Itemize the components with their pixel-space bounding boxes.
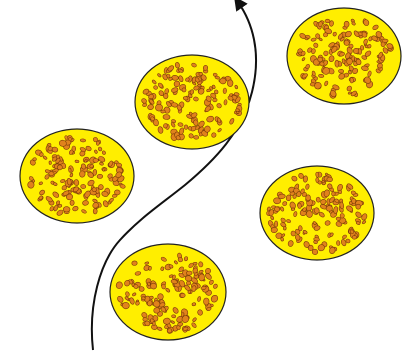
granule (58, 204, 62, 208)
granule (235, 108, 239, 111)
granule (308, 245, 314, 251)
granule (49, 171, 55, 175)
granule (148, 266, 151, 270)
granule (381, 42, 386, 47)
granule (122, 302, 130, 309)
granule (291, 208, 295, 211)
granule (326, 205, 333, 211)
granule (49, 161, 52, 165)
cell-5 (110, 244, 226, 340)
granule (338, 69, 344, 73)
granule (188, 126, 192, 130)
granule (318, 74, 324, 78)
granule (274, 221, 278, 227)
granule (63, 207, 70, 213)
granule (220, 78, 227, 84)
granule (93, 158, 99, 162)
granule (163, 318, 171, 325)
granule (291, 231, 296, 237)
granule (80, 184, 86, 189)
granule (79, 171, 85, 178)
granule (147, 282, 150, 286)
granule (70, 200, 74, 205)
granule (331, 192, 335, 196)
granule (350, 78, 354, 84)
granule (344, 21, 349, 27)
granule (114, 190, 120, 195)
granule (273, 197, 281, 204)
granule (327, 177, 333, 182)
granule (96, 141, 100, 146)
granule (186, 281, 191, 285)
granule (199, 274, 205, 281)
granule (283, 226, 286, 230)
granule (93, 208, 97, 214)
granule (132, 261, 138, 266)
granule (213, 98, 218, 102)
granule (193, 97, 198, 102)
granule (72, 146, 76, 151)
granule (203, 298, 209, 305)
granule (98, 184, 103, 190)
granule (297, 203, 301, 209)
granule (335, 60, 339, 67)
cell-2 (287, 8, 401, 104)
granule (163, 93, 168, 98)
granule (171, 314, 176, 318)
granule (184, 125, 188, 130)
granule (194, 136, 199, 140)
cell-3 (20, 129, 134, 223)
granule (186, 271, 192, 276)
granule (68, 168, 71, 172)
granule (352, 235, 357, 239)
cell-1 (135, 55, 249, 149)
granule (28, 181, 35, 188)
cell-4 (260, 166, 374, 260)
granule (163, 114, 170, 119)
granule (93, 169, 98, 175)
granule (340, 213, 345, 218)
granule (271, 227, 278, 233)
granule (336, 241, 340, 246)
granule (80, 139, 86, 142)
granule (316, 197, 321, 203)
granule (325, 19, 330, 23)
granule (306, 195, 311, 201)
granule (171, 75, 178, 81)
granule (97, 174, 103, 179)
granule (75, 160, 79, 163)
granule (223, 88, 227, 94)
granule (153, 322, 156, 326)
granule (336, 217, 341, 221)
granule (199, 72, 203, 75)
granule (180, 293, 185, 297)
granule (227, 80, 233, 87)
granule (324, 51, 329, 56)
